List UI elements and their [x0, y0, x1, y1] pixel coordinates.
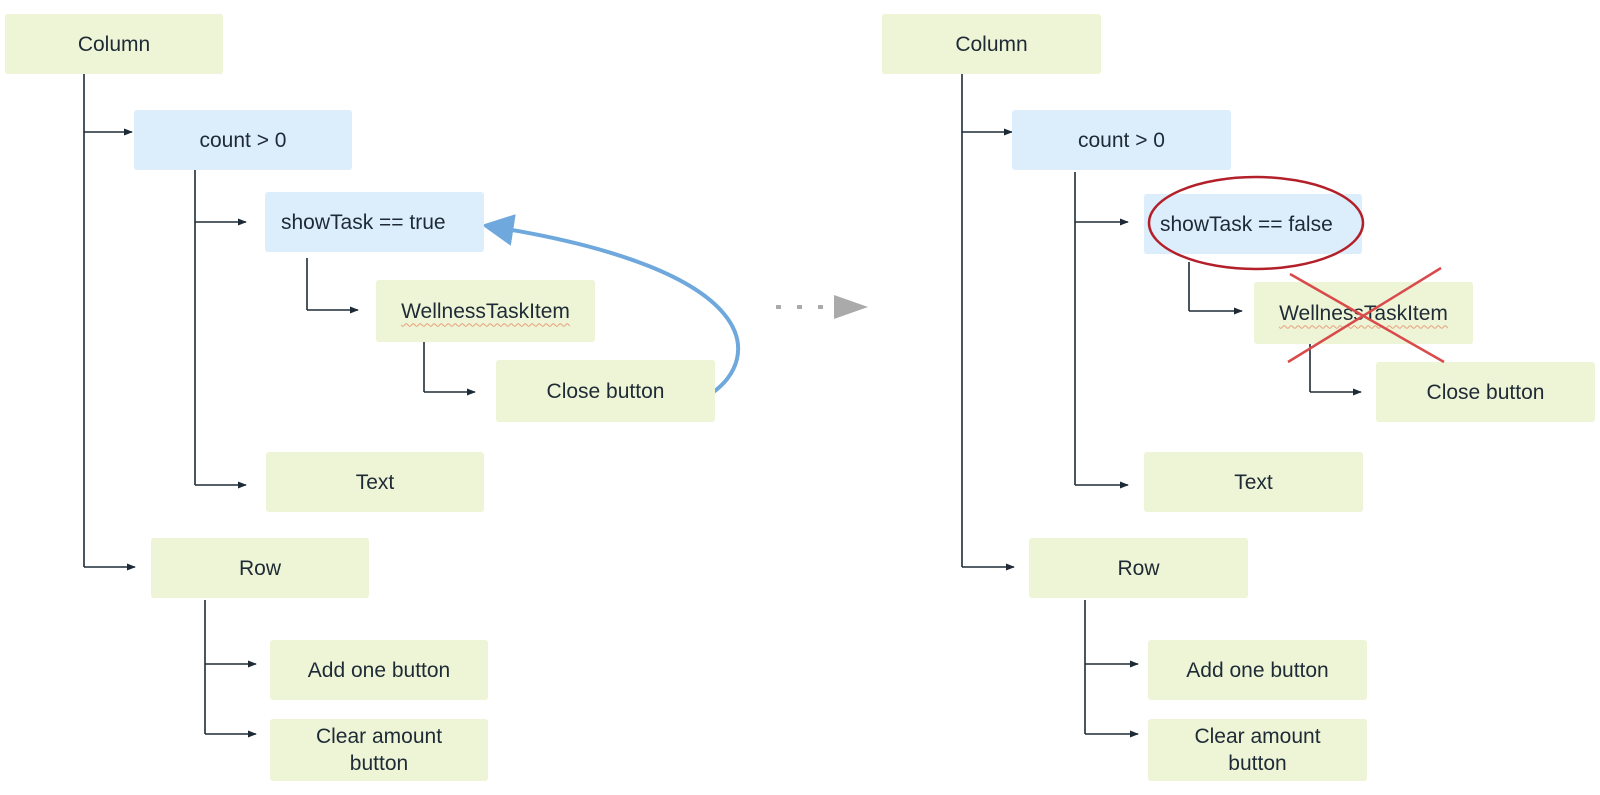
- right-connectors: [961, 74, 1362, 738]
- left-close-button-node: Close button: [496, 360, 715, 422]
- left-wellness-node: WellnessTaskItem: [376, 280, 595, 342]
- right-close-button-node: Close button: [1376, 362, 1595, 422]
- left-connectors: [83, 74, 476, 738]
- right-wellness-label: WellnessTaskItem: [1279, 301, 1448, 325]
- left-column-node: Column: [5, 14, 223, 74]
- right-wellness-node: WellnessTaskItem: [1254, 282, 1473, 344]
- right-text-node: Text: [1144, 452, 1363, 512]
- right-add-one-node: Add one button: [1148, 640, 1367, 700]
- left-wellness-label: WellnessTaskItem: [401, 299, 570, 323]
- left-clear-amount-node: Clear amount button: [270, 719, 488, 781]
- right-clear-amount-node: Clear amount button: [1148, 719, 1367, 781]
- transition-arrow: [776, 295, 868, 319]
- feedback-arrow: [481, 214, 740, 395]
- left-text-node: Text: [266, 452, 484, 512]
- left-add-one-node: Add one button: [270, 640, 488, 700]
- left-count-node: count > 0: [134, 110, 352, 170]
- right-count-node: count > 0: [1012, 110, 1231, 170]
- left-show-task-node: showTask == true: [265, 192, 484, 252]
- right-column-node: Column: [882, 14, 1101, 74]
- right-row-node: Row: [1029, 538, 1248, 598]
- left-row-node: Row: [151, 538, 369, 598]
- right-show-task-node: showTask == false: [1144, 194, 1362, 254]
